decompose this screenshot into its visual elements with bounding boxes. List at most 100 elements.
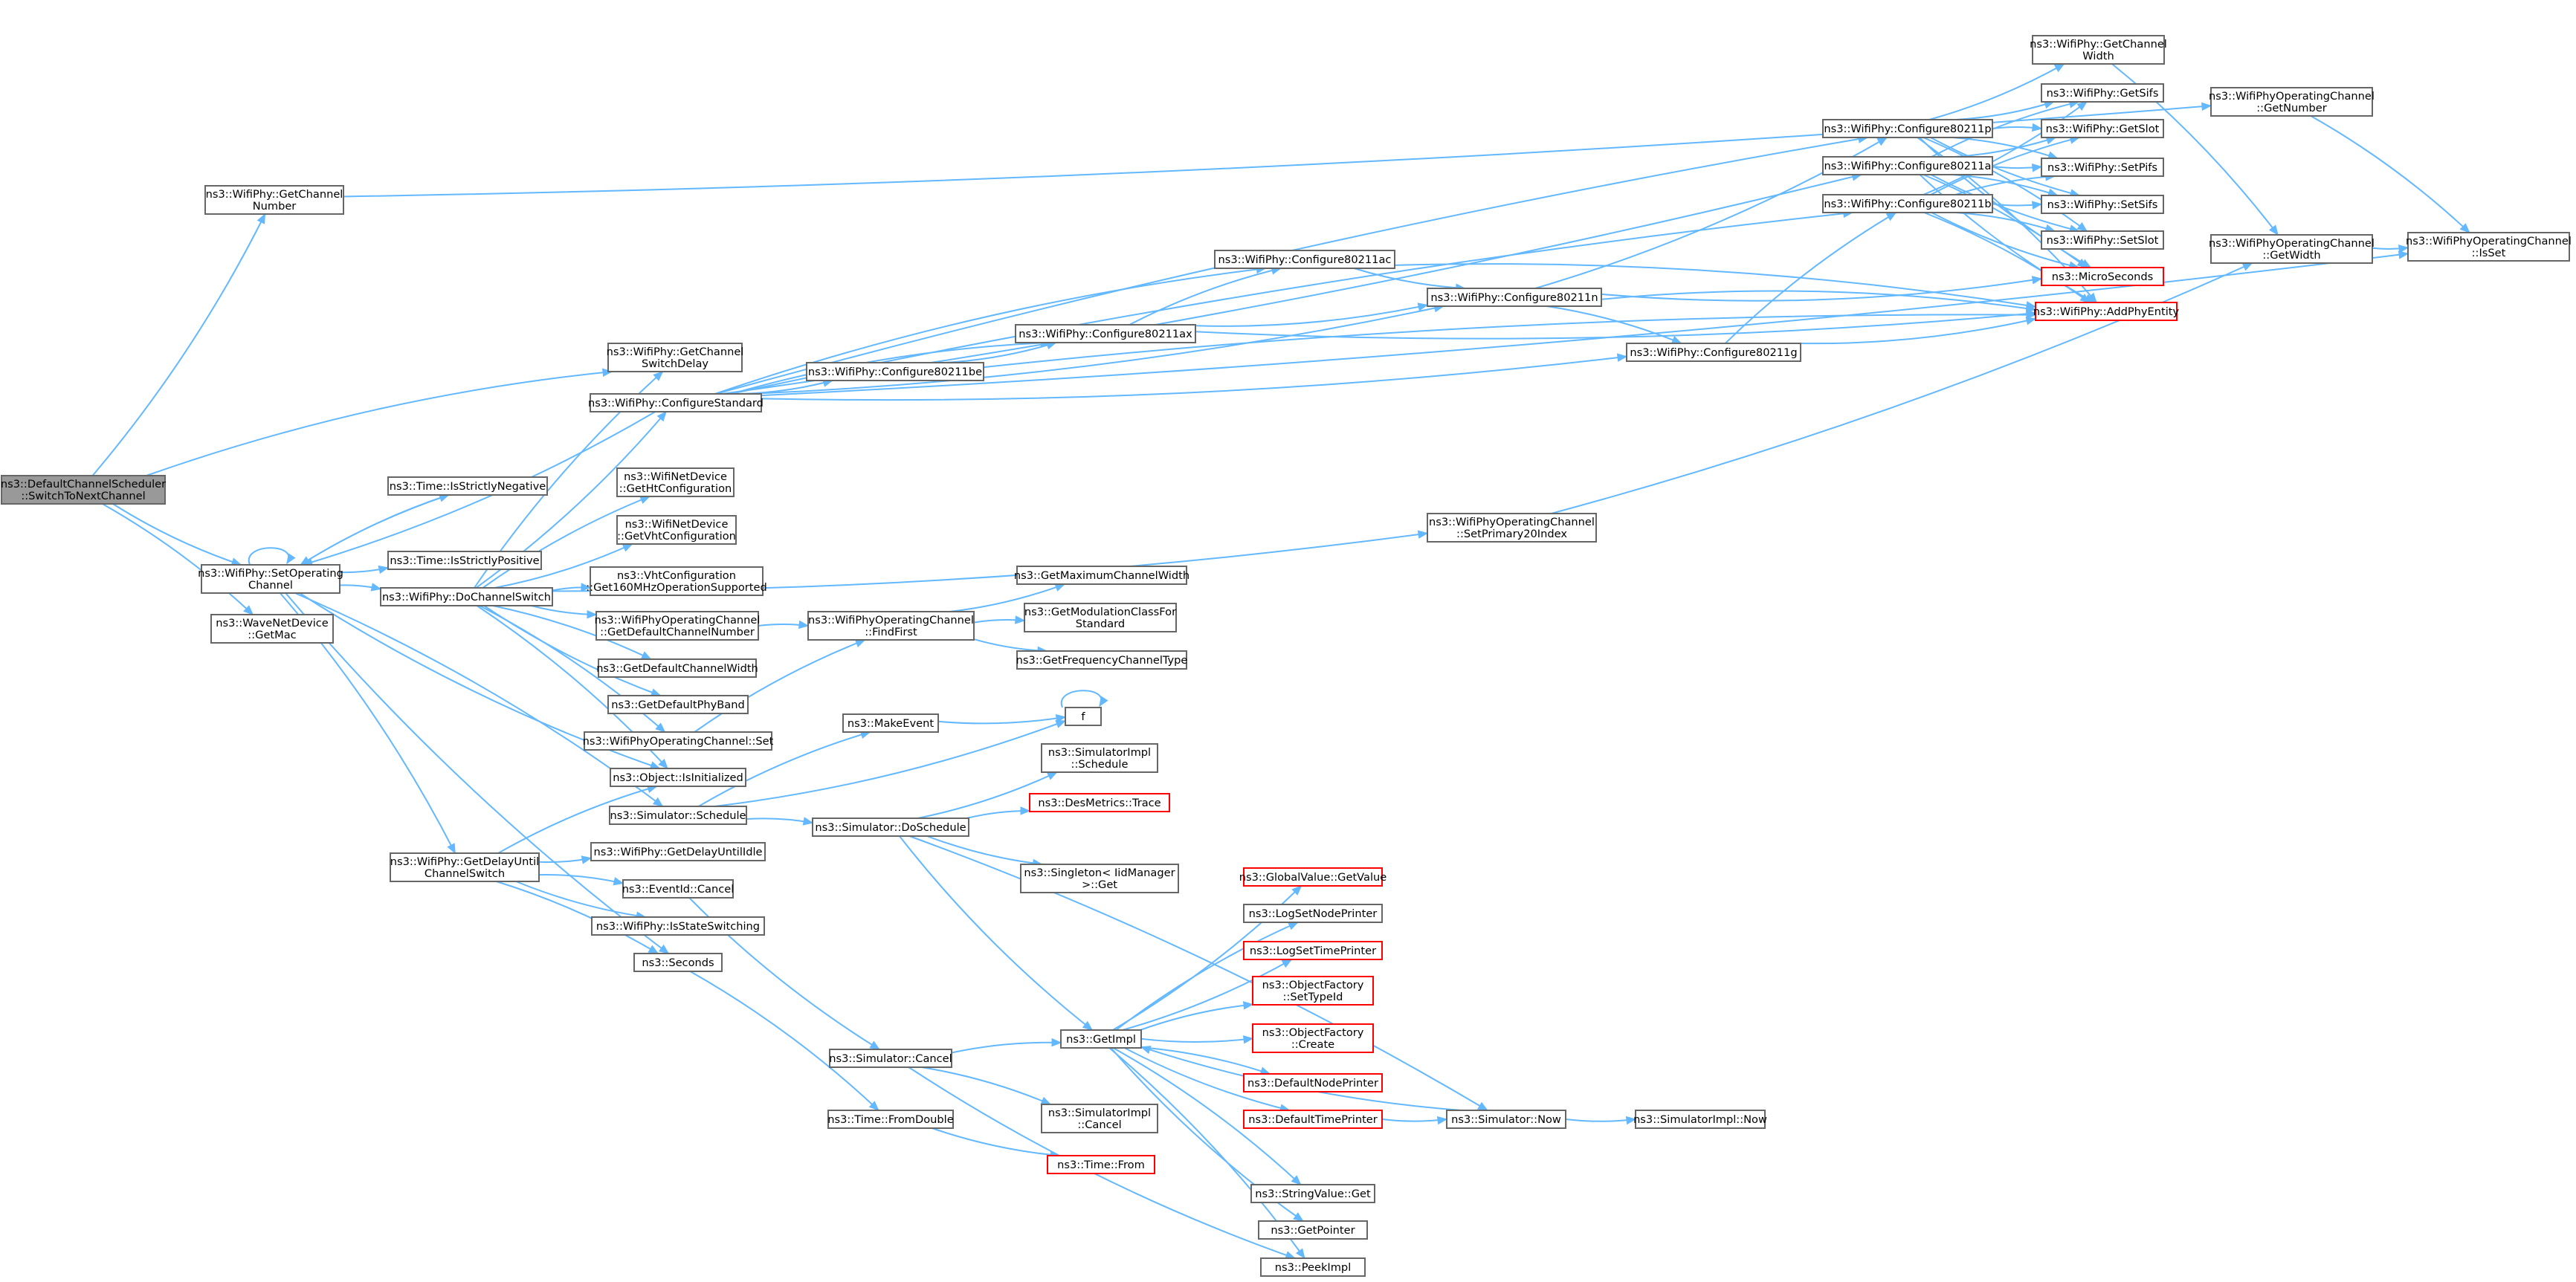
- node-f[interactable]: f: [1065, 707, 1102, 726]
- node-ns3-wifiphyoperatingchannel-findfirst[interactable]: ns3::WifiPhyOperatingChannel::FindFirst: [807, 611, 975, 641]
- node-label-line: ns3::DefaultTimePrinter: [1248, 1113, 1378, 1126]
- node-ns3-simulator-now[interactable]: ns3::Simulator::Now: [1446, 1110, 1566, 1129]
- node-ns3-wifiphyoperatingchannel-isset[interactable]: ns3::WifiPhyOperatingChannel::IsSet: [2406, 232, 2572, 262]
- node-ns3-time-isstrictlypositive[interactable]: ns3::Time::IsStrictlyPositive: [387, 551, 542, 570]
- call-edge-n11-n16: [1992, 164, 2043, 172]
- call-edge-n23-n20: [1195, 302, 1429, 327]
- node-ns3-stringvalue-get[interactable]: ns3::StringValue::Get: [1250, 1184, 1375, 1203]
- node-box: [1250, 1184, 1375, 1203]
- node-ns3-wifiphy-configure80211be[interactable]: ns3::WifiPhy::Configure80211be: [806, 362, 984, 381]
- call-edge-n45-n50: [1140, 1035, 1254, 1044]
- node-ns3-getdefaultchannelwidth[interactable]: ns3::GetDefaultChannelWidth: [596, 658, 758, 678]
- node-label-line: ns3::EventId::Cancel: [622, 883, 735, 896]
- node-ns3-wifiphyoperatingchannel-getdefaultchannelnumber[interactable]: ns3::WifiPhyOperatingChannel::GetDefault…: [595, 611, 761, 641]
- node-ns3-peekimpl[interactable]: ns3::PeekImpl: [1260, 1257, 1366, 1277]
- node-ns3-getmaximumchannelwidth[interactable]: ns3::GetMaximumChannelWidth: [1014, 566, 1189, 585]
- node-ns3-wifiphy-isstateswitching[interactable]: ns3::WifiPhy::IsStateSwitching: [591, 916, 765, 936]
- node-ns3-simulator-cancel[interactable]: ns3::Simulator::Cancel: [829, 1049, 952, 1068]
- node-box: [1041, 1104, 1158, 1133]
- node-ns3-defaulttimeprinter[interactable]: ns3::DefaultTimePrinter: [1243, 1110, 1383, 1129]
- node-ns3-eventid-cancel[interactable]: ns3::EventId::Cancel: [622, 879, 735, 899]
- node-ns3-logsetnodeprinter[interactable]: ns3::LogSetNodePrinter: [1243, 904, 1383, 923]
- node-box: [1029, 793, 1170, 812]
- node-ns3-time-fromdouble[interactable]: ns3::Time::FromDouble: [827, 1110, 954, 1129]
- node-ns3-wifiphy-configure80211p[interactable]: ns3::WifiPhy::Configure80211p: [1822, 119, 1993, 138]
- node-ns3-defaultchannelscheduler-switchtonextchannel[interactable]: ns3::DefaultChannelScheduler::SwitchToNe…: [1, 475, 166, 505]
- call-edge-n31-n32: [758, 620, 810, 629]
- node-ns3-time-from[interactable]: ns3::Time::From: [1047, 1155, 1155, 1174]
- node-ns3-wifiphy-getsifs[interactable]: ns3::WifiPhy::GetSifs: [2041, 83, 2164, 103]
- call-edge-n9-n36: [492, 605, 652, 660]
- node-ns3-objectfactory-settypeid[interactable]: ns3::ObjectFactory::SetTypeId: [1252, 976, 1374, 1006]
- node-ns3-getimpl[interactable]: ns3::GetImpl: [1060, 1029, 1142, 1049]
- node-label-line: ns3::WifiPhy::Configure80211b: [1824, 198, 1991, 210]
- node-ns3-wifiphyoperatingchannel-getnumber[interactable]: ns3::WifiPhyOperatingChannel::GetNumber: [2209, 87, 2375, 117]
- node-ns3-wifinetdevice-getvhtconfiguration[interactable]: ns3::WifiNetDevice::GetVhtConfiguration: [616, 515, 737, 545]
- node-ns3-wifiphy-addphyentity[interactable]: ns3::WifiPhy::AddPhyEntity: [2033, 302, 2180, 321]
- node-ns3-defaultnodeprinter[interactable]: ns3::DefaultNodePrinter: [1243, 1073, 1383, 1092]
- node-ns3-simulator-schedule[interactable]: ns3::Simulator::Schedule: [609, 806, 747, 825]
- node-ns3-singleton-iidmanager-get[interactable]: ns3::Singleton< IidManager>::Get: [1020, 864, 1179, 893]
- node-ns3-wifiphy-setslot[interactable]: ns3::WifiPhy::SetSlot: [2041, 230, 2164, 250]
- node-box: [2041, 230, 2164, 250]
- node-ns3-wifiphy-getslot[interactable]: ns3::WifiPhy::GetSlot: [2041, 119, 2164, 138]
- node-ns3-getpointer[interactable]: ns3::GetPointer: [1258, 1220, 1368, 1240]
- node-ns3-getfrequencychanneltype[interactable]: ns3::GetFrequencyChannelType: [1016, 650, 1188, 670]
- call-edge-n21-n12: [1923, 212, 2091, 303]
- node-ns3-wifiphyoperatingchannel-set[interactable]: ns3::WifiPhyOperatingChannel::Set: [583, 731, 774, 751]
- node-ns3-wifinetdevice-gethtconfiguration[interactable]: ns3::WifiNetDevice::GetHtConfiguration: [616, 467, 735, 497]
- call-edge-n3-n4: [2310, 115, 2470, 233]
- node-label-line: ns3::WifiPhy::GetChannel: [206, 188, 343, 201]
- node-ns3-makeevent[interactable]: ns3::MakeEvent: [842, 713, 939, 733]
- node-ns3-globalvalue-getvalue[interactable]: ns3::GlobalValue::GetValue: [1239, 867, 1387, 887]
- node-box: [1427, 288, 1602, 307]
- node-ns3-simulatorimpl-now[interactable]: ns3::SimulatorImpl::Now: [1633, 1110, 1767, 1129]
- node-ns3-desmetrics-trace[interactable]: ns3::DesMetrics::Trace: [1029, 793, 1170, 812]
- node-box: [1016, 566, 1187, 585]
- node-box: [201, 564, 340, 594]
- node-ns3-wifiphy-configurestandard[interactable]: ns3::WifiPhy::ConfigureStandard: [588, 393, 764, 412]
- node-ns3-wifiphy-dochannelswitch[interactable]: ns3::WifiPhy::DoChannelSwitch: [380, 587, 553, 606]
- node-ns3-object-isinitialized[interactable]: ns3::Object::IsInitialized: [610, 768, 746, 787]
- node-ns3-seconds[interactable]: ns3::Seconds: [633, 953, 723, 972]
- node-ns3-time-isstrictlynegative[interactable]: ns3::Time::IsStrictlyNegative: [387, 476, 548, 496]
- node-label-line: ns3::WifiPhy::Configure80211g: [1630, 346, 1797, 359]
- node-box: [827, 1110, 954, 1129]
- node-ns3-wifiphy-configure80211ac[interactable]: ns3::WifiPhy::Configure80211ac: [1214, 250, 1395, 269]
- node-ns3-objectfactory-create[interactable]: ns3::ObjectFactory::Create: [1252, 1023, 1374, 1053]
- node-label-line: ns3::WifiPhyOperatingChannel: [2406, 235, 2572, 247]
- node-ns3-wifiphyoperatingchannel-getwidth[interactable]: ns3::WifiPhyOperatingChannel::GetWidth: [2209, 234, 2375, 264]
- node-ns3-microseconds[interactable]: ns3::MicroSeconds: [2041, 267, 2164, 286]
- node-ns3-wavenetdevice-getmac[interactable]: ns3::WaveNetDevice::GetMac: [210, 614, 334, 644]
- node-ns3-getdefaultphyband[interactable]: ns3::GetDefaultPhyBand: [607, 695, 749, 714]
- node-label-line: ns3::WifiPhyOperatingChannel: [2209, 237, 2375, 250]
- node-ns3-wifiphy-setpifs[interactable]: ns3::WifiPhy::SetPifs: [2041, 158, 2164, 177]
- node-ns3-logsettimeprinter[interactable]: ns3::LogSetTimePrinter: [1243, 941, 1383, 960]
- node-ns3-simulator-doschedule[interactable]: ns3::Simulator::DoSchedule: [812, 818, 969, 837]
- node-box: [616, 515, 737, 545]
- node-ns3-simulatorimpl-schedule[interactable]: ns3::SimulatorImpl::Schedule: [1041, 743, 1158, 773]
- call-edge-n38-n32: [694, 639, 866, 733]
- node-label-line: ns3::Time::IsStrictlyPositive: [390, 554, 539, 567]
- node-ns3-wifiphy-configure80211a[interactable]: ns3::WifiPhy::Configure80211a: [1822, 156, 1993, 175]
- node-ns3-vhtconfiguration-get160mhzoperationsupported[interactable]: ns3::VhtConfiguration::Get160MHzOperatio…: [586, 566, 767, 596]
- node-ns3-wifiphy-configure80211g[interactable]: ns3::WifiPhy::Configure80211g: [1626, 343, 1801, 362]
- node-label-line: ns3::WifiPhy::IsStateSwitching: [596, 920, 760, 933]
- node-ns3-wifiphy-getdelayuntilidle[interactable]: ns3::WifiPhy::GetDelayUntilIdle: [590, 842, 766, 861]
- node-label-line: ns3::SimulatorImpl: [1048, 1107, 1151, 1119]
- node-label-line: ns3::GlobalValue::GetValue: [1239, 871, 1387, 884]
- node-ns3-simulatorimpl-cancel[interactable]: ns3::SimulatorImpl::Cancel: [1041, 1104, 1158, 1133]
- node-ns3-wifiphy-configure80211ax[interactable]: ns3::WifiPhy::Configure80211ax: [1015, 324, 1196, 343]
- node-ns3-wifiphy-setsifs[interactable]: ns3::WifiPhy::SetSifs: [2041, 195, 2164, 214]
- node-ns3-wifiphy-configure80211b[interactable]: ns3::WifiPhy::Configure80211b: [1822, 194, 1993, 213]
- node-ns3-wifiphy-configure80211n[interactable]: ns3::WifiPhy::Configure80211n: [1427, 288, 1602, 307]
- node-ns3-wifiphyoperatingchannel-setprimary20index[interactable]: ns3::WifiPhyOperatingChannel::SetPrimary…: [1427, 513, 1597, 543]
- node-label-line: ns3::WifiPhy::GetSifs: [2047, 87, 2159, 100]
- node-box: [829, 1049, 952, 1068]
